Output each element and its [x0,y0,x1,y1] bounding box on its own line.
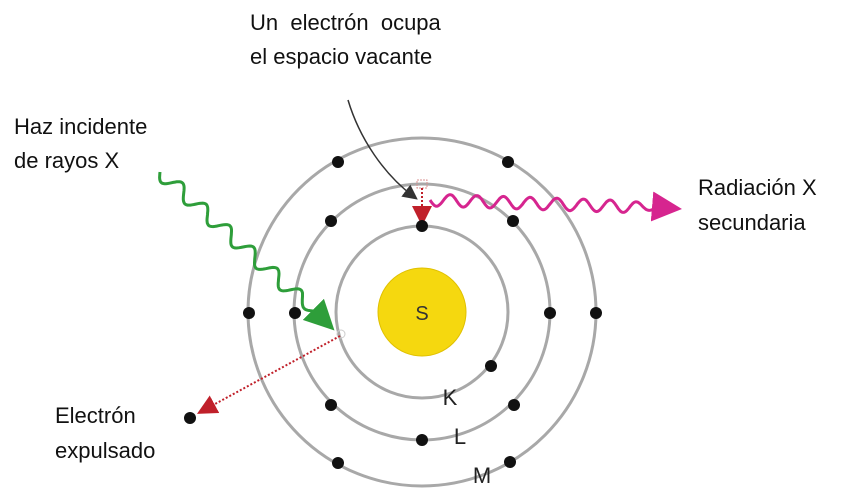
electron-l-1 [325,215,337,227]
electron-m-2 [502,156,514,168]
electron-l-4 [544,307,556,319]
incident-label-line2: de rayos X [14,148,119,173]
electron-l-3 [289,307,301,319]
vacancy-k [336,329,346,339]
vacancy-label-line2: el espacio vacante [250,44,432,69]
electron-l-6 [508,399,520,411]
vacancy-pointer-arrow [347,99,418,200]
electron-m-4 [590,307,602,319]
electron-k-top [416,220,428,232]
secondary-xray-arrow [428,191,682,222]
shell-label-m: M [473,463,491,488]
electron-m-5 [332,457,344,469]
electron-l-7 [416,434,428,446]
shell-label-k: K [443,385,458,410]
electron-l-5 [325,399,337,411]
electron-l-2 [507,215,519,227]
incident-xray-arrow [158,171,335,331]
nucleus-label: S [415,303,428,325]
electron-m-6 [504,456,516,468]
shell-label-l: L [454,424,466,449]
incident-label-line1: Haz incidente [14,114,147,139]
ejected-label-line2: expulsado [55,438,155,463]
ejected-electron [184,412,196,424]
secondary-label-line2: secundaria [698,210,806,235]
ejection-path-arrow [196,335,341,414]
nucleus [377,267,467,357]
electron-k-lower-right [485,360,497,372]
ejected-label-line1: Electrón [55,403,136,428]
electron-m-3 [243,307,255,319]
electron-m-1 [332,156,344,168]
secondary-label-line1: Radiación X [698,175,817,200]
vacancy-label-line1: Un electrón ocupa [250,10,442,35]
